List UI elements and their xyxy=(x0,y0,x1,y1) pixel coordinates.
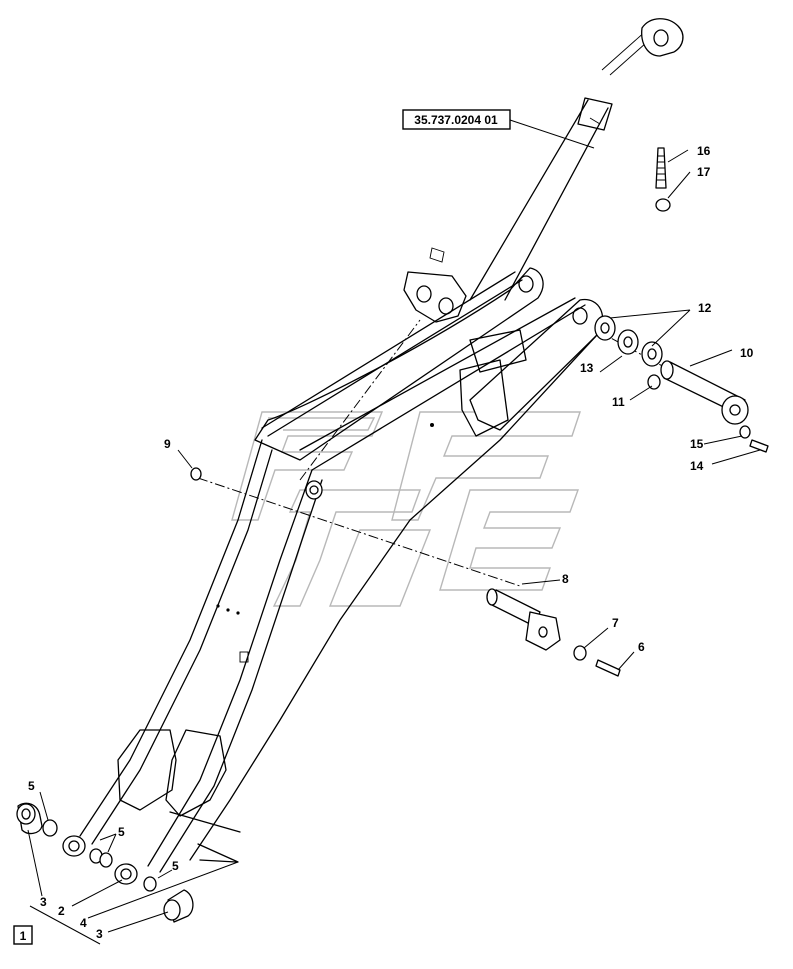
boom-arm xyxy=(62,267,604,885)
callout-6: 6 xyxy=(638,640,645,654)
watermark-logo xyxy=(231,411,581,607)
frame-box: 1 xyxy=(13,925,33,945)
callout-13: 13 xyxy=(580,361,594,375)
callout-5-middle: 5 xyxy=(118,825,125,839)
leader-lines xyxy=(27,119,761,945)
callout-17: 17 xyxy=(697,165,711,179)
callout-16: 16 xyxy=(697,144,711,158)
frame-label: 1 xyxy=(20,929,27,943)
reference-box: 35.737.0204 01 xyxy=(402,109,511,130)
callout-8: 8 xyxy=(562,572,569,586)
callout-3-left: 3 xyxy=(40,895,47,909)
callout-7: 7 xyxy=(612,616,619,630)
callout-11: 11 xyxy=(612,395,625,409)
callout-5-right: 5 xyxy=(172,859,179,873)
callouts: 16 17 12 10 13 11 15 14 9 8 7 6 5 5 5 3 … xyxy=(28,144,754,941)
callout-2: 2 xyxy=(58,904,65,918)
callout-10: 10 xyxy=(740,346,754,360)
hydraulic-cylinder xyxy=(403,18,684,323)
reference-label: 35.737.0204 01 xyxy=(414,113,498,127)
callout-5-left: 5 xyxy=(28,779,35,793)
callout-15: 15 xyxy=(690,437,704,451)
callout-3-right: 3 xyxy=(96,927,103,941)
loose-parts xyxy=(16,147,769,923)
callout-9: 9 xyxy=(164,437,171,451)
callout-4: 4 xyxy=(80,916,87,930)
callout-14: 14 xyxy=(690,459,704,473)
callout-12: 12 xyxy=(698,301,712,315)
